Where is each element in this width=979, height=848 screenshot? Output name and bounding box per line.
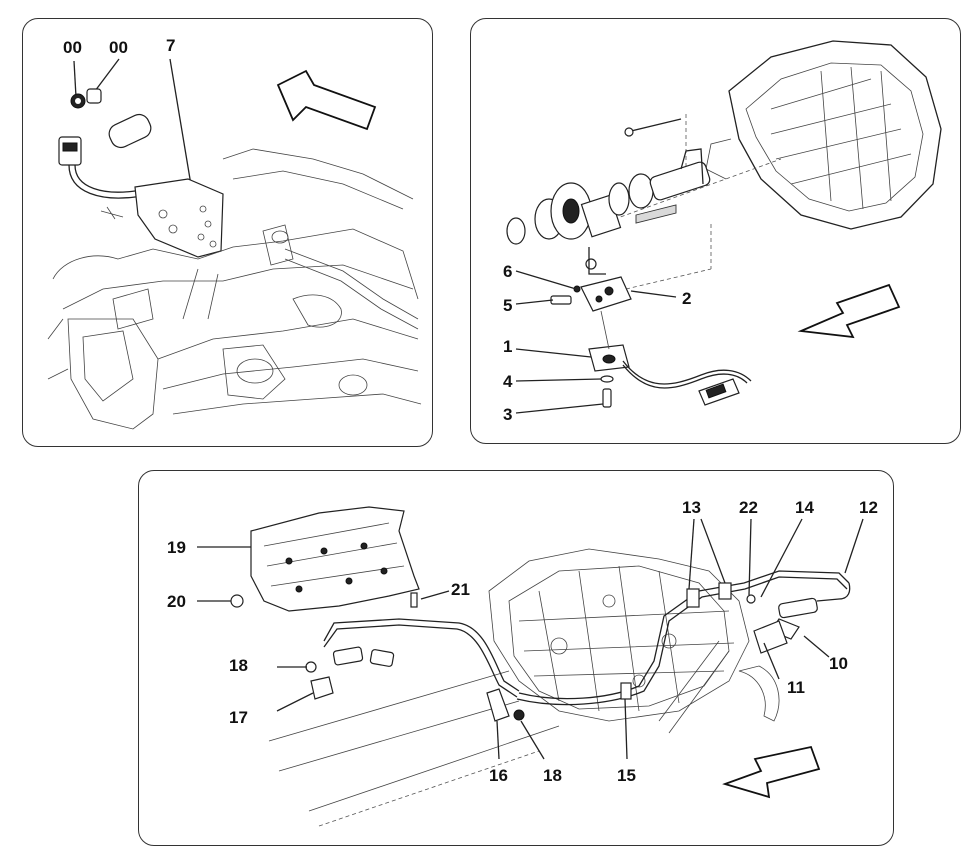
- callout-label: 22: [739, 498, 758, 517]
- callout-label: 4: [503, 372, 513, 391]
- callout-label: 12: [859, 498, 878, 517]
- callout-label: 1: [503, 337, 513, 356]
- diagram-bottom: [197, 506, 864, 827]
- callout-label: 14: [795, 498, 814, 517]
- callout-label: 5: [503, 296, 513, 315]
- direction-arrow-icon: [276, 69, 377, 131]
- direction-arrow-icon: [722, 745, 821, 799]
- callout-label: 18: [543, 766, 562, 785]
- callout-label: 13: [682, 498, 701, 517]
- diagram-top-right: [506, 40, 942, 414]
- callout-label: 3: [503, 405, 513, 424]
- callout-label: 10: [829, 654, 848, 673]
- callout-label: 19: [167, 538, 186, 557]
- callout-label: 21: [451, 580, 470, 599]
- callout-label: 17: [229, 708, 248, 727]
- callout-label: 18: [229, 656, 248, 675]
- direction-arrow-icon: [797, 283, 901, 339]
- panel-top-right: 6 5 2 1 4 3: [470, 18, 961, 444]
- panel-bottom: 13 22 14 12 19 21 20 18 17 10 11 16 18 1…: [138, 470, 894, 846]
- panel-top-left: 00 00 7: [22, 18, 433, 447]
- callout-label: 6: [503, 262, 513, 281]
- callout-label: 00: [63, 38, 82, 57]
- callout-label: 2: [682, 289, 692, 308]
- callout-label: 11: [787, 678, 805, 697]
- diagram-top-left: [47, 58, 422, 430]
- callout-label: 20: [167, 592, 186, 611]
- callout-label: 00: [109, 38, 128, 57]
- callout-label: 16: [489, 766, 508, 785]
- callout-label: 15: [617, 766, 636, 785]
- callout-label: 7: [166, 36, 176, 55]
